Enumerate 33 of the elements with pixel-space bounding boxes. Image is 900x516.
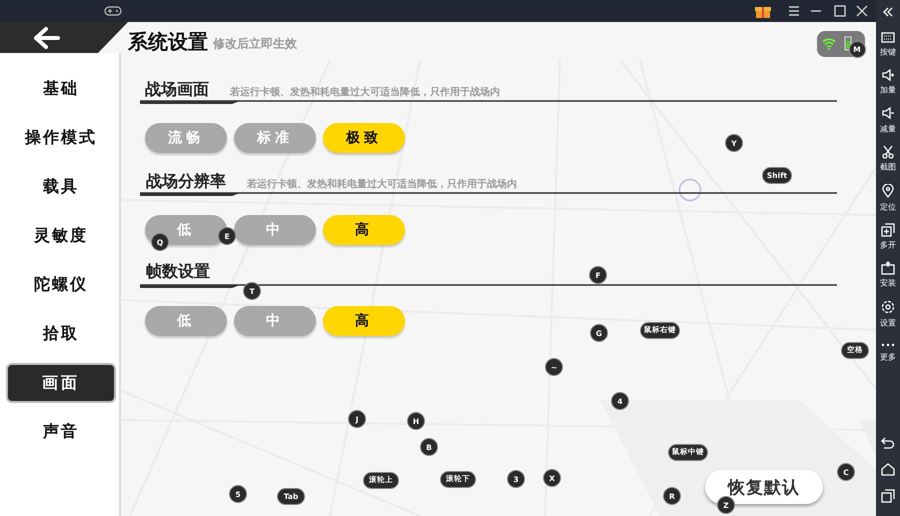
restore-defaults-button: 恢复默认 xyxy=(705,470,823,504)
toolbar-label: 截图 xyxy=(880,162,896,172)
page-title: 系统设置 xyxy=(128,28,208,56)
menu-item: 操作模式 xyxy=(25,128,97,148)
hint-text: 若运行卡顿、发热和耗电量过大可适当降低，只作用于战场内 xyxy=(230,86,500,99)
menu-item: 声音 xyxy=(43,422,79,442)
menu-item: 陀螺仪 xyxy=(34,274,88,296)
menu-item: 基础 xyxy=(43,78,79,100)
section-heading: 帧数设置 xyxy=(146,262,210,282)
selected-menu-tab: 画面 xyxy=(6,363,116,403)
toolbar-label: 设置 xyxy=(880,318,896,328)
selected-option-button: 极致 xyxy=(323,123,405,153)
toolbar-label: 更多 xyxy=(880,352,896,362)
section-heading: 战场分辨率 xyxy=(146,172,226,192)
option-button: 中 xyxy=(234,306,316,336)
toolbar-label: 加量 xyxy=(880,84,896,96)
option-button: 低 xyxy=(145,306,227,336)
toolbar-label: 定位 xyxy=(880,202,896,212)
section-heading: 战场画面 xyxy=(145,80,209,100)
menu-item: 载具 xyxy=(43,176,79,198)
selected-option-button: 高 xyxy=(323,306,405,336)
option-button: 流畅 xyxy=(145,123,227,153)
toolbar-label: 安装 xyxy=(880,278,896,288)
hint-text: 若运行卡顿、发热和耗电量过大可适当降低，只作用于战场内 xyxy=(247,178,517,191)
menu-item: 灵敏度 xyxy=(34,226,88,246)
toolbar-label: 减量 xyxy=(880,124,896,134)
toolbar-label: 多开 xyxy=(880,240,896,250)
subtitle-text: 修改后立即生效 xyxy=(213,36,297,52)
option-button: 标准 xyxy=(234,123,316,153)
menu-item: 拾取 xyxy=(43,324,79,344)
option-button: 中 xyxy=(234,215,316,245)
selected-option-button: 高 xyxy=(323,215,405,245)
toolbar-label: 按键 xyxy=(880,46,896,58)
